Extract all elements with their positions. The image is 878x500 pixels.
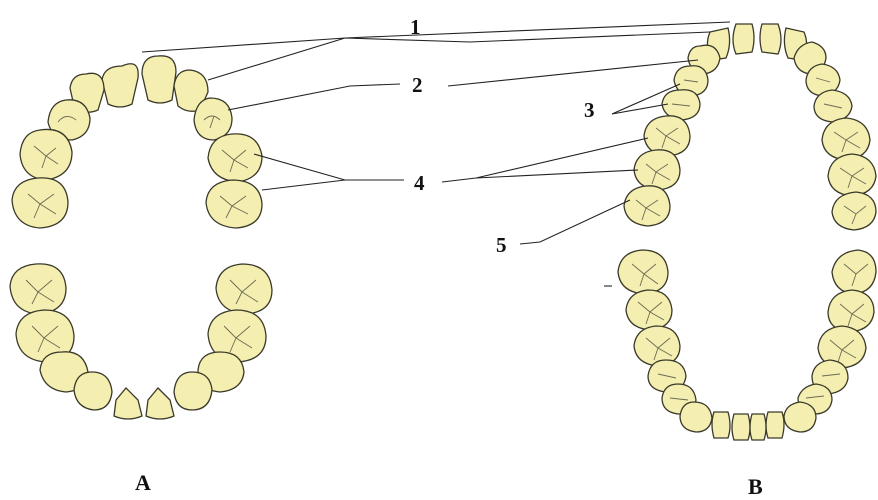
tooth <box>732 23 755 55</box>
leader-line-1 <box>141 21 731 81</box>
tooth <box>207 133 263 183</box>
tooth <box>731 413 751 441</box>
tooth <box>101 63 139 108</box>
caption-b: B <box>748 474 763 499</box>
tooth <box>47 99 91 141</box>
arch-a <box>9 55 273 420</box>
caption-a: A <box>135 470 151 495</box>
tooth <box>11 177 69 229</box>
leader-line-3 <box>611 83 681 115</box>
tooth <box>831 191 877 231</box>
label-3: 3 <box>584 98 595 122</box>
tooth <box>827 289 875 333</box>
tooth <box>625 289 673 331</box>
tooth <box>765 411 785 439</box>
leader-lines <box>141 21 731 287</box>
tooth <box>617 249 669 295</box>
label-2: 2 <box>412 73 423 97</box>
arch-b-upper <box>623 23 877 231</box>
arch-a-upper <box>11 55 263 229</box>
tooth <box>821 117 871 161</box>
tooth <box>783 401 817 433</box>
tooth <box>749 413 767 441</box>
tooth <box>73 371 113 411</box>
tooth <box>173 371 213 411</box>
tooth <box>679 401 713 433</box>
tooth <box>173 69 209 112</box>
arch-a-lower <box>9 263 273 420</box>
tooth <box>711 411 731 439</box>
tooth <box>215 263 273 315</box>
leader-line-5 <box>519 199 631 245</box>
tooth <box>643 115 691 157</box>
leader-line-2 <box>227 59 699 111</box>
arch-b <box>617 23 877 441</box>
tooth <box>205 179 263 229</box>
tooth <box>633 325 681 367</box>
tooth <box>633 149 681 191</box>
tooth <box>113 387 143 420</box>
tooth <box>141 55 177 104</box>
tooth <box>145 387 175 420</box>
tooth <box>19 128 73 181</box>
tooth <box>827 153 877 197</box>
label-1: 1 <box>410 15 421 39</box>
tooth <box>759 23 782 55</box>
label-4: 4 <box>414 171 425 195</box>
leader-line-4 <box>253 137 649 191</box>
tooth <box>9 263 67 315</box>
label-5: 5 <box>496 233 507 257</box>
tooth <box>623 185 671 227</box>
arch-b-lower <box>617 249 877 441</box>
